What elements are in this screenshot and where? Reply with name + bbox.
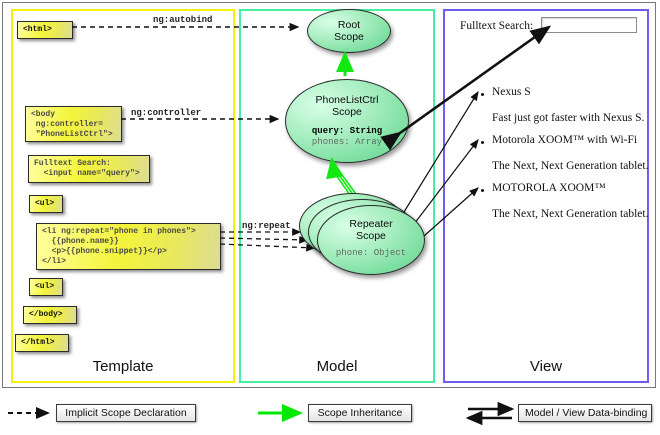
panel-label-model: Model	[316, 358, 358, 375]
template-box-body-close: </body>	[23, 306, 77, 324]
view-bullet-2	[481, 189, 484, 192]
view-search-input[interactable]	[541, 17, 637, 33]
view-item-snippet-0: Fast just got faster with Nexus S.	[492, 112, 645, 124]
scope-repeater-props: phone: Object	[318, 248, 424, 259]
template-box-ul-open: <ul>	[29, 195, 63, 213]
connector-label-controller: ng:controller	[131, 108, 202, 118]
connector-label-repeat: ng:repeat	[242, 221, 291, 231]
scope-prop-phones: phones: Array	[311, 137, 383, 147]
legend-item-implicit-scope-declaration: Implicit Scope Declaration	[56, 404, 196, 422]
legend-item-model-view-data-binding: Model / View Data-binding	[518, 404, 652, 422]
template-box-li-repeat: <li ng:repeat="phone in phones"> {{phone…	[36, 223, 221, 270]
template-box-fulltext-search: Fulltext Search: <input name="query">	[28, 155, 150, 183]
template-box-html-open: <html>	[17, 21, 73, 39]
panel-label-view: View	[529, 358, 563, 375]
template-box-body: <body ng:controller= "PhoneListCtrl">	[25, 106, 122, 142]
view-item-title-1: Motorola XOOM™ with Wi-Fi	[492, 134, 638, 146]
view-bullet-1	[481, 141, 484, 144]
scope-prop-phone: phone: Object	[335, 248, 407, 258]
scope-prop-query: query: String	[311, 126, 383, 136]
panel-view: View	[443, 9, 649, 383]
view-item-title-0: Nexus S	[492, 86, 531, 98]
template-box-html-close: </html>	[15, 334, 69, 352]
diagram-frame: Template Model View <html> <body ng:cont…	[2, 2, 656, 388]
legend-item-scope-inheritance: Scope Inheritance	[308, 404, 412, 422]
view-item-title-2: MOTOROLA XOOM™	[492, 182, 606, 194]
legend: Implicit Scope Declaration Scope Inherit…	[0, 392, 660, 435]
view-search-label: Fulltext Search:	[460, 20, 534, 32]
scope-phonelistctrl-props: query: String phones: Array	[286, 126, 408, 148]
view-item-snippet-2: The Next, Next Generation tablet.	[492, 208, 649, 220]
view-item-snippet-1: The Next, Next Generation tablet.	[492, 160, 649, 172]
view-bullet-0	[481, 93, 484, 96]
connector-label-autobind: ng:autobind	[153, 15, 213, 25]
template-box-ul-close: <ul>	[29, 278, 63, 296]
panel-label-template: Template	[92, 358, 154, 375]
